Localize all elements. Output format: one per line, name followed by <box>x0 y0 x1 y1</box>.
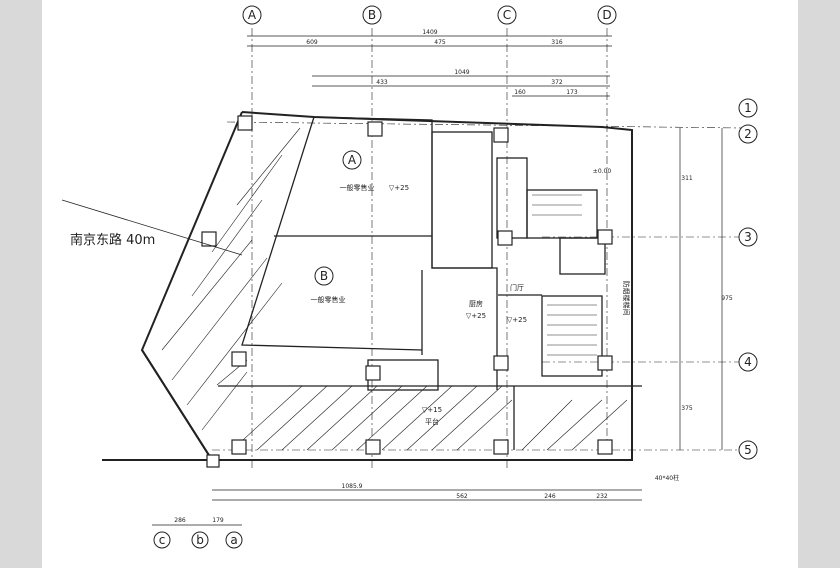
dim-right2: 975 <box>721 295 733 302</box>
note-level: ±0.00 <box>593 168 612 175</box>
grid-label-5: 5 <box>744 443 752 457</box>
grid-label-4: 4 <box>744 355 752 369</box>
room-b-name: 一般零售业 <box>311 295 346 304</box>
interior-walls <box>218 116 642 450</box>
room-d-name: 厨房 <box>469 299 483 308</box>
room-d-level: ▽+25 <box>466 312 486 320</box>
grid-label-c-bottom: c <box>159 533 166 547</box>
dimension-lines <box>152 35 723 526</box>
grid-label-3: 3 <box>744 230 752 244</box>
grid-label-a: A <box>248 8 257 22</box>
dim-bottom-small2: 179 <box>212 517 224 524</box>
grid-label-b-bottom: b <box>196 533 204 547</box>
grid-lines <box>212 28 743 470</box>
dim-top-seg1: 609 <box>306 39 318 46</box>
room-a-label: A <box>348 153 357 167</box>
dim-row3d: 173 <box>566 89 578 96</box>
grid-label-c: C <box>503 8 511 22</box>
dim-row2: 1049 <box>454 69 469 76</box>
room-b-bubble <box>314 266 334 286</box>
dim-bottom-seg3: 232 <box>596 493 608 500</box>
dim-bottom-total: 1085.9 <box>342 483 363 490</box>
dim-bottom-seg2: 246 <box>544 493 556 500</box>
room-a-name: 一般零售业 <box>340 183 375 192</box>
dim-row3a: 433 <box>376 79 388 86</box>
dim-right1: 311 <box>681 175 693 182</box>
room-b-label: B <box>320 269 328 283</box>
grid-label-2: 2 <box>744 127 752 141</box>
room-a-level: ▽+25 <box>389 184 409 192</box>
dim-bottom-small1: 286 <box>174 517 186 524</box>
dim-bottom-seg1: 562 <box>456 493 468 500</box>
stair <box>532 194 597 356</box>
note-post: 40*40柱 <box>655 474 679 482</box>
dim-top-seg3: 316 <box>551 39 563 46</box>
dim-row3c: 160 <box>514 89 526 96</box>
grid-bubbles <box>153 5 758 549</box>
room-f-level: ▽+15 <box>422 406 442 414</box>
dim-right3: 375 <box>681 405 693 412</box>
room-e-name: 防烟楼梯间 <box>622 281 631 316</box>
dim-row3b: 372 <box>551 79 563 86</box>
grid-label-b: B <box>368 8 376 22</box>
grid-label-a-bottom: a <box>230 533 237 547</box>
dim-top-seg2: 475 <box>434 39 446 46</box>
room-c-level: ▽+25 <box>507 316 527 324</box>
room-a-bubble <box>342 150 362 170</box>
street-axis <box>61 199 243 256</box>
room-f-name: 平台 <box>425 417 439 426</box>
grid-label-1: 1 <box>744 101 752 115</box>
structural-columns <box>201 115 613 468</box>
drawing-sheet: A B C D 1 2 3 4 5 c b a A 一般零售业 ▽+25 B 一… <box>42 0 798 568</box>
hatched-areas <box>161 127 628 451</box>
grid-label-d: D <box>602 8 611 22</box>
room-c-name: 门厅 <box>510 283 524 292</box>
dim-top-total: 1409 <box>422 29 437 36</box>
outer-walls <box>102 111 633 461</box>
floor-plan: A B C D 1 2 3 4 5 c b a A 一般零售业 ▽+25 B 一… <box>61 5 758 549</box>
street-label: 南京东路 40m <box>70 232 155 248</box>
